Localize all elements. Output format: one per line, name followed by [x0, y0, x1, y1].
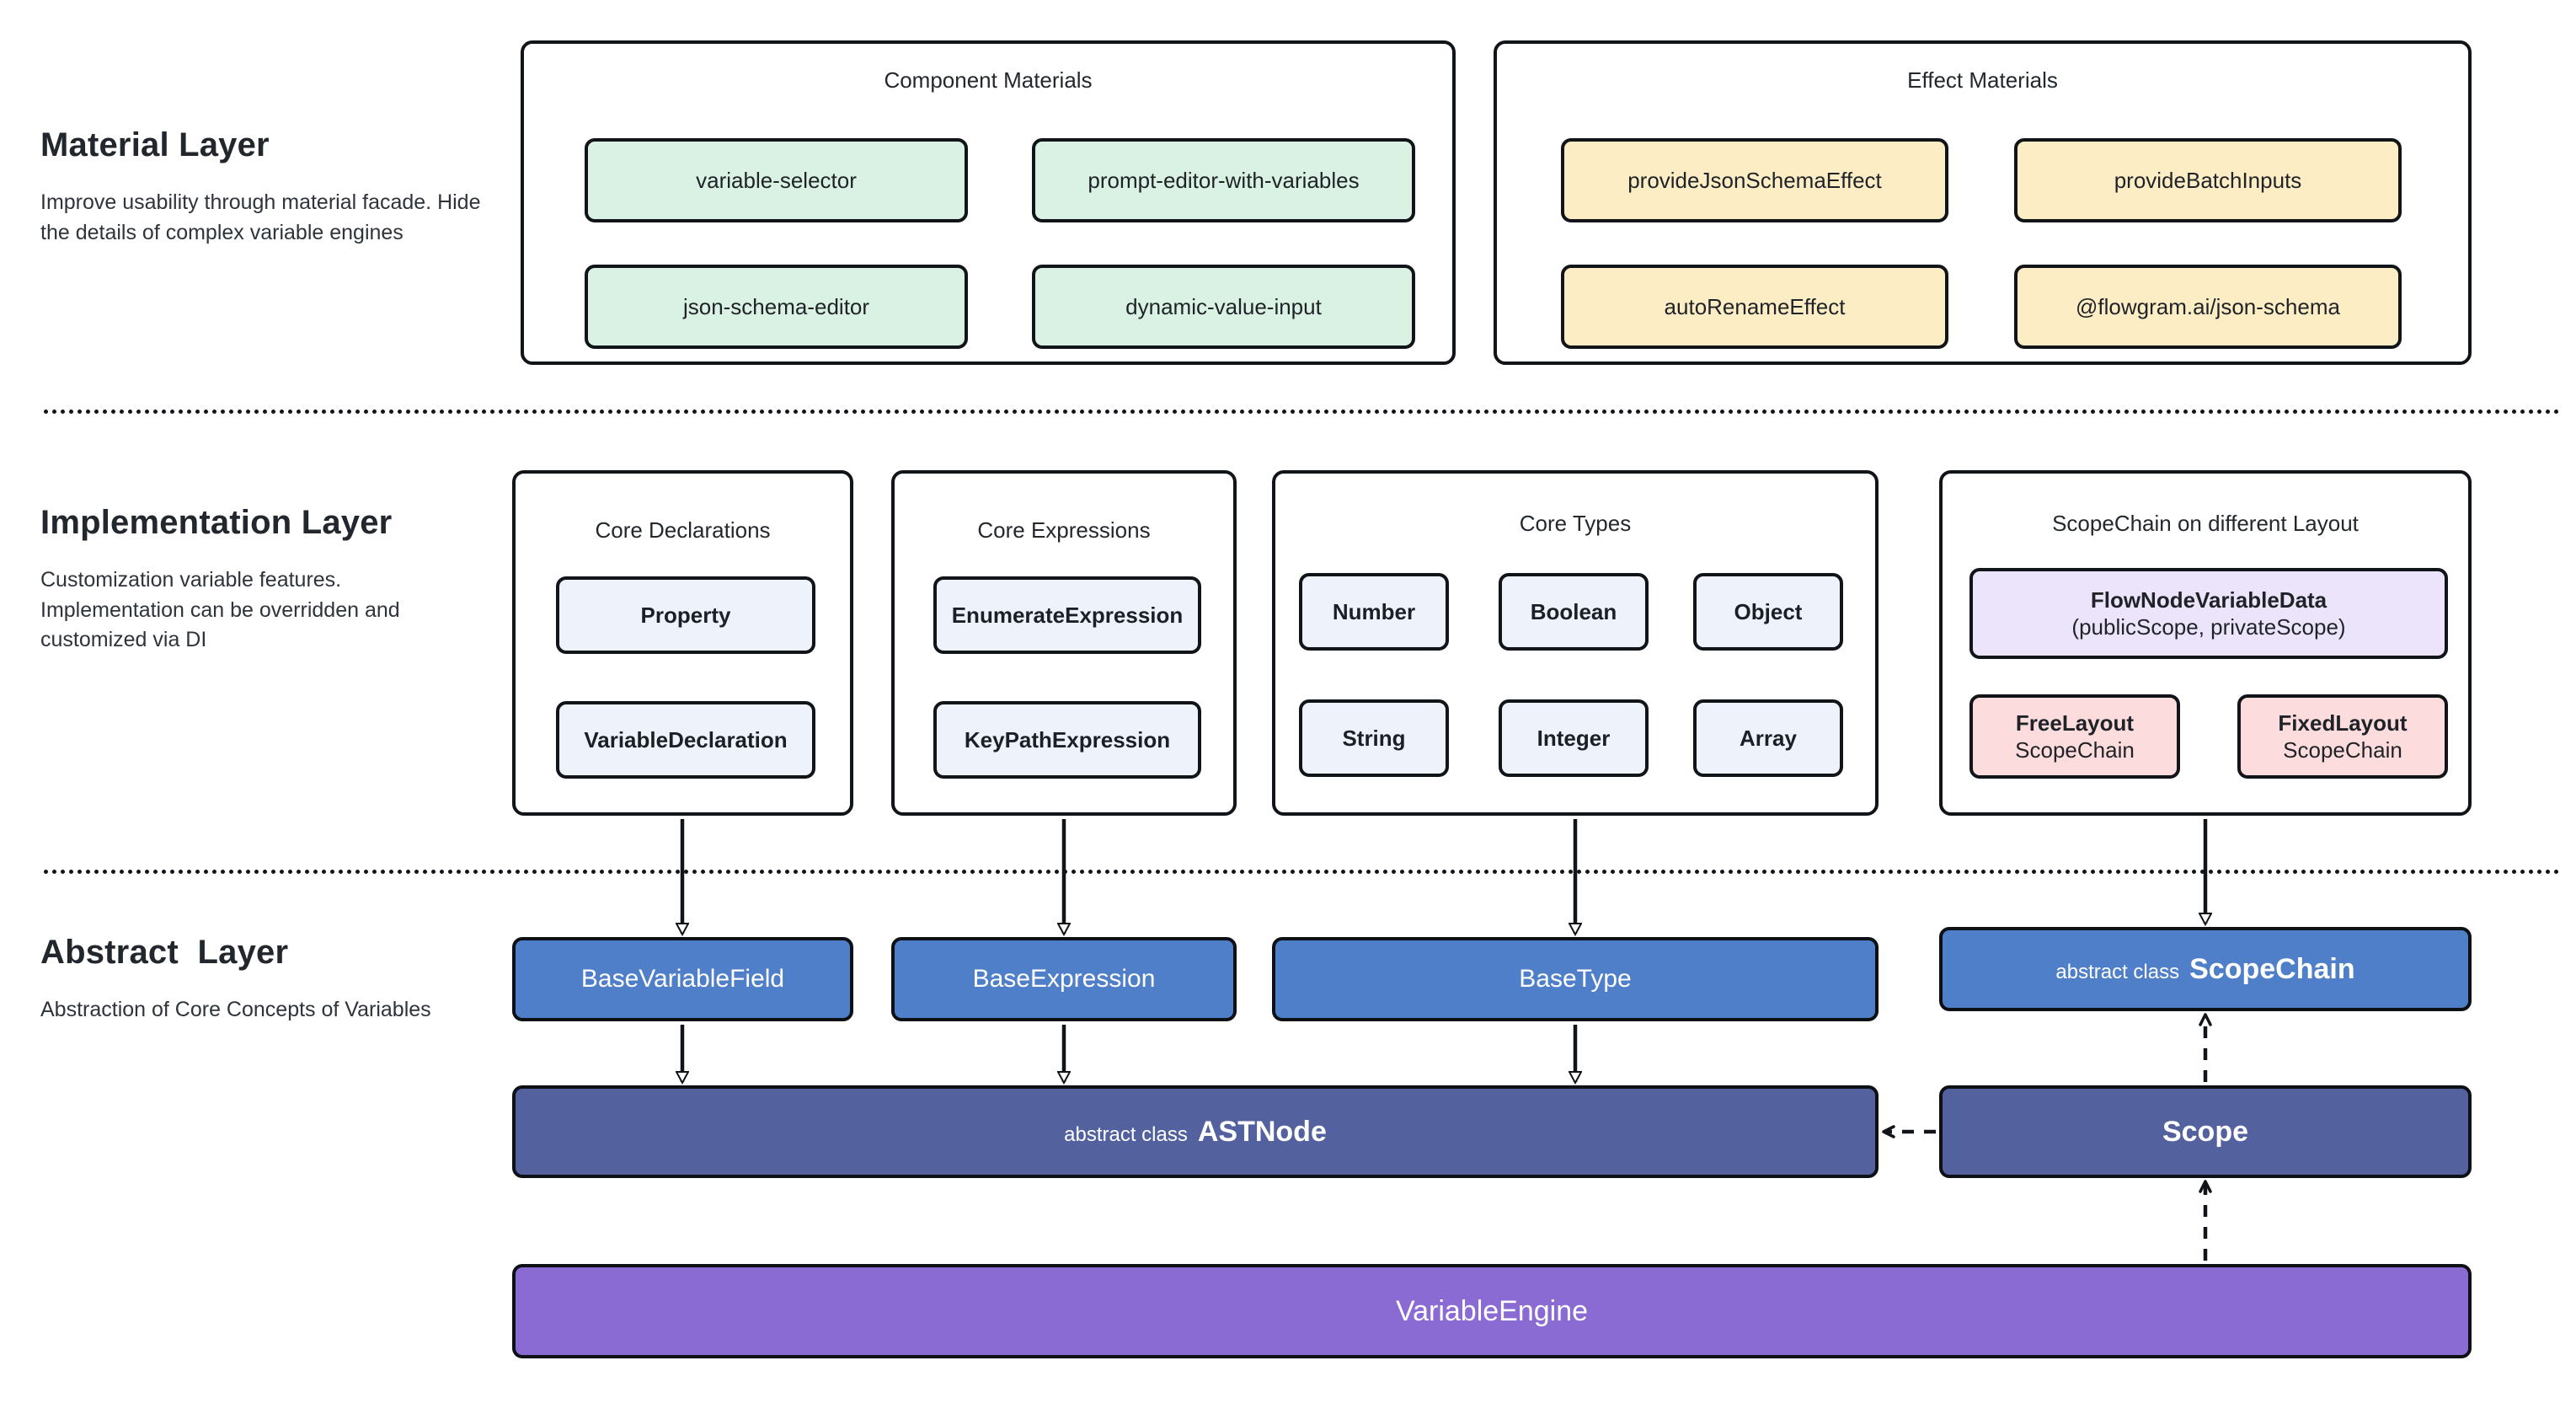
panel-component-materials: Component Materials variable-selector pr…: [521, 40, 1456, 365]
node-fixed-layout-scopechain[interactable]: FixedLayout ScopeChain: [2237, 694, 2448, 779]
panel-core-expressions-title: Core Expressions: [977, 517, 1151, 543]
panel-scopechain-layouts-title: ScopeChain on different Layout: [2052, 511, 2359, 536]
node-label: BaseType: [1519, 965, 1632, 994]
node-label: String: [1342, 725, 1406, 751]
node-key-path-expression[interactable]: KeyPathExpression: [933, 701, 1201, 779]
node-label-wrapper: abstract class ASTNode: [1064, 1114, 1327, 1150]
abstract-class-prefix: abstract class: [1064, 1122, 1188, 1146]
node-label-primary: FixedLayout: [2278, 710, 2408, 736]
implementation-layer-label: Implementation Layer Customization varia…: [40, 504, 487, 656]
node-scope[interactable]: Scope: [1939, 1085, 2472, 1178]
node-label: Array: [1740, 725, 1797, 751]
node-label: Object: [1734, 598, 1803, 624]
node-label-primary: FlowNodeVariableData: [2090, 586, 2327, 613]
abstract-class-prefix: abstract class: [2055, 960, 2180, 983]
node-type-string[interactable]: String: [1299, 699, 1449, 777]
node-enumerate-expression[interactable]: EnumerateExpression: [933, 576, 1201, 654]
node-base-type[interactable]: BaseType: [1272, 937, 1879, 1021]
node-flowgram-json-schema[interactable]: @flowgram.ai/json-schema: [2014, 265, 2402, 349]
node-property[interactable]: Property: [556, 576, 815, 654]
panel-scopechain-layouts: ScopeChain on different Layout FlowNodeV…: [1939, 470, 2472, 816]
node-auto-rename-effect[interactable]: autoRenameEffect: [1561, 265, 1948, 349]
node-label: Integer: [1537, 725, 1611, 751]
node-free-layout-scopechain[interactable]: FreeLayout ScopeChain: [1969, 694, 2180, 779]
node-label: ScopeChain: [2189, 952, 2355, 985]
implementation-layer-description: Customization variable features. Impleme…: [40, 568, 400, 651]
node-variable-selector[interactable]: variable-selector: [585, 138, 968, 222]
node-label-secondary: (publicScope, privateScope): [2071, 614, 2346, 640]
node-label: autoRenameEffect: [1664, 293, 1846, 319]
node-label: dynamic-value-input: [1125, 293, 1322, 319]
panel-component-materials-title: Component Materials: [884, 67, 1093, 93]
node-type-object[interactable]: Object: [1693, 573, 1843, 651]
panel-core-declarations: Core Declarations Property VariableDecla…: [512, 470, 853, 816]
node-abstract-scopechain[interactable]: abstract class ScopeChain: [1939, 927, 2472, 1011]
node-label: provideBatchInputs: [2114, 167, 2302, 193]
node-label: Number: [1332, 598, 1416, 624]
node-label: provideJsonSchemaEffect: [1627, 167, 1882, 193]
node-label-secondary: ScopeChain: [2015, 737, 2135, 763]
node-label-wrapper: abstract class ScopeChain: [2055, 951, 2354, 988]
divider-material-implementation: [44, 410, 2561, 414]
node-label: Property: [640, 602, 731, 628]
node-label: KeyPathExpression: [964, 726, 1171, 753]
node-base-expression[interactable]: BaseExpression: [891, 937, 1237, 1021]
divider-implementation-abstract: [44, 870, 2561, 874]
node-label: VariableDeclaration: [584, 726, 788, 753]
material-layer-label: Material Layer Improve usability through…: [40, 126, 487, 248]
node-label: BaseVariableField: [580, 965, 785, 994]
node-base-variable-field[interactable]: BaseVariableField: [512, 937, 853, 1021]
node-label: EnumerateExpression: [951, 602, 1184, 628]
node-label: prompt-editor-with-variables: [1088, 167, 1360, 193]
node-type-array[interactable]: Array: [1693, 699, 1843, 777]
node-label-secondary: ScopeChain: [2283, 737, 2402, 763]
node-label: Scope: [2162, 1115, 2249, 1148]
node-label: json-schema-editor: [682, 293, 870, 319]
node-prompt-editor-with-variables[interactable]: prompt-editor-with-variables: [1032, 138, 1415, 222]
node-variable-declaration[interactable]: VariableDeclaration: [556, 701, 815, 779]
node-label: ASTNode: [1197, 1115, 1327, 1148]
node-label: @flowgram.ai/json-schema: [2076, 293, 2340, 319]
node-abstract-astnode[interactable]: abstract class ASTNode: [512, 1085, 1879, 1178]
panel-core-types-title: Core Types: [1519, 511, 1632, 536]
node-provide-batch-inputs[interactable]: provideBatchInputs: [2014, 138, 2402, 222]
abstract-layer-label: Abstract Layer Abstraction of Core Conce…: [40, 934, 487, 1026]
node-variable-engine[interactable]: VariableEngine: [512, 1264, 2472, 1358]
abstract-layer-title: Abstract Layer: [40, 934, 289, 971]
panel-core-declarations-title: Core Declarations: [595, 517, 771, 543]
node-label: BaseExpression: [972, 965, 1156, 994]
node-json-schema-editor[interactable]: json-schema-editor: [585, 265, 968, 349]
abstract-layer-description: Abstraction of Core Concepts of Variable…: [40, 998, 431, 1021]
panel-core-types: Core Types Number Boolean Object String …: [1272, 470, 1879, 816]
node-label: VariableEngine: [1395, 1294, 1589, 1327]
panel-effect-materials-title: Effect Materials: [1907, 67, 2058, 93]
node-type-integer[interactable]: Integer: [1499, 699, 1649, 777]
material-layer-description: Improve usability through material facad…: [40, 190, 481, 244]
node-provide-json-schema-effect[interactable]: provideJsonSchemaEffect: [1561, 138, 1948, 222]
panel-effect-materials: Effect Materials provideJsonSchemaEffect…: [1494, 40, 2472, 365]
node-label: variable-selector: [696, 167, 857, 193]
node-label-primary: FreeLayout: [2015, 710, 2135, 736]
panel-core-expressions: Core Expressions EnumerateExpression Key…: [891, 470, 1237, 816]
node-type-boolean[interactable]: Boolean: [1499, 573, 1649, 651]
node-label: Boolean: [1530, 598, 1617, 624]
implementation-layer-title: Implementation Layer: [40, 504, 393, 541]
node-flow-node-variable-data[interactable]: FlowNodeVariableData (publicScope, priva…: [1969, 568, 2448, 659]
node-type-number[interactable]: Number: [1299, 573, 1449, 651]
material-layer-title: Material Layer: [40, 126, 270, 163]
node-dynamic-value-input[interactable]: dynamic-value-input: [1032, 265, 1415, 349]
